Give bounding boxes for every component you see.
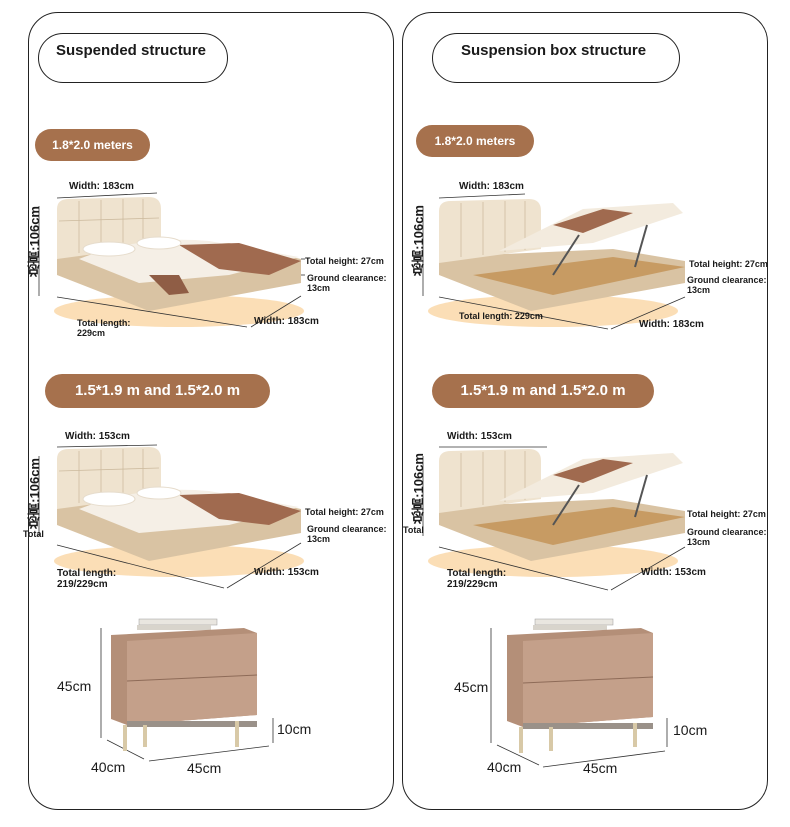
ground-clearance-label: Ground clearance: 13cm (687, 527, 767, 547)
total-height-label: Total height: 27cm (305, 256, 384, 266)
storage-bed-illustration-1 (422, 193, 686, 330)
width-side-label: Width: 153cm (254, 567, 319, 578)
total-length-label: Total length: 229cm (459, 311, 543, 321)
panel-suspended-structure: Suspended structure 1.8*2.0 meters Width… (23, 12, 394, 810)
ground-clearance-label: Ground clearance: 13cm (307, 273, 387, 293)
size-badge: 1.8*2.0 meters (35, 129, 150, 161)
panel-suspension-box-structure: Suspension box structure 1.8*2.0 meters … (402, 12, 768, 810)
nightstand-width-label: 45cm (583, 760, 618, 776)
total-height-label: Total height: 27cm (689, 259, 768, 269)
storage-bed-illustration-2 (422, 446, 686, 591)
nightstand-height-label: 45cm (57, 678, 92, 694)
total-length-label: Total length: 219/229cm (57, 568, 117, 590)
size-badge: 1.5*1.9 m and 1.5*2.0 m (432, 374, 654, 408)
width-side-label: Width: 183cm (639, 319, 704, 330)
size-badge: 1.8*2.0 meters (416, 125, 534, 157)
width-side-label: Width: 183cm (254, 316, 319, 327)
nightstand-illustration (490, 618, 668, 768)
total-label: Total (23, 529, 44, 539)
nightstand-depth-label: 40cm (487, 759, 522, 775)
width-top-label: Width: 183cm (69, 181, 134, 192)
bed-illustration-1 (38, 192, 305, 328)
panel-title: Suspended structure (38, 33, 228, 83)
nightstand-depth-label: 40cm (91, 759, 126, 775)
width-side-label: Width: 153cm (641, 567, 706, 578)
nightstand-illustration (100, 618, 274, 762)
size-badge: 1.5*1.9 m and 1.5*2.0 m (45, 374, 270, 408)
ground-clearance-label: Ground clearance: 13cm (307, 524, 387, 544)
total-label: Total (403, 525, 424, 535)
total-length-label: Total length: 229cm (77, 318, 131, 338)
nightstand-width-label: 45cm (187, 760, 222, 776)
nightstand-height-label: 45cm (454, 679, 489, 695)
ground-clearance-label: Ground clearance: 13cm (687, 275, 767, 295)
width-top-label: Width: 153cm (65, 431, 130, 442)
bed-illustration-2 (38, 444, 304, 589)
total-height-label: Total height: 27cm (687, 509, 766, 519)
total-length-label: Total length: 219/229cm (447, 568, 507, 590)
width-top-label: Width: 153cm (447, 431, 512, 442)
panel-title: Suspension box structure (432, 33, 680, 83)
nightstand-leg-height-label: 10cm (673, 722, 708, 738)
total-height-label: Total height: 27cm (305, 507, 384, 517)
width-top-label: Width: 183cm (459, 181, 524, 192)
nightstand-leg-height-label: 10cm (277, 721, 312, 737)
